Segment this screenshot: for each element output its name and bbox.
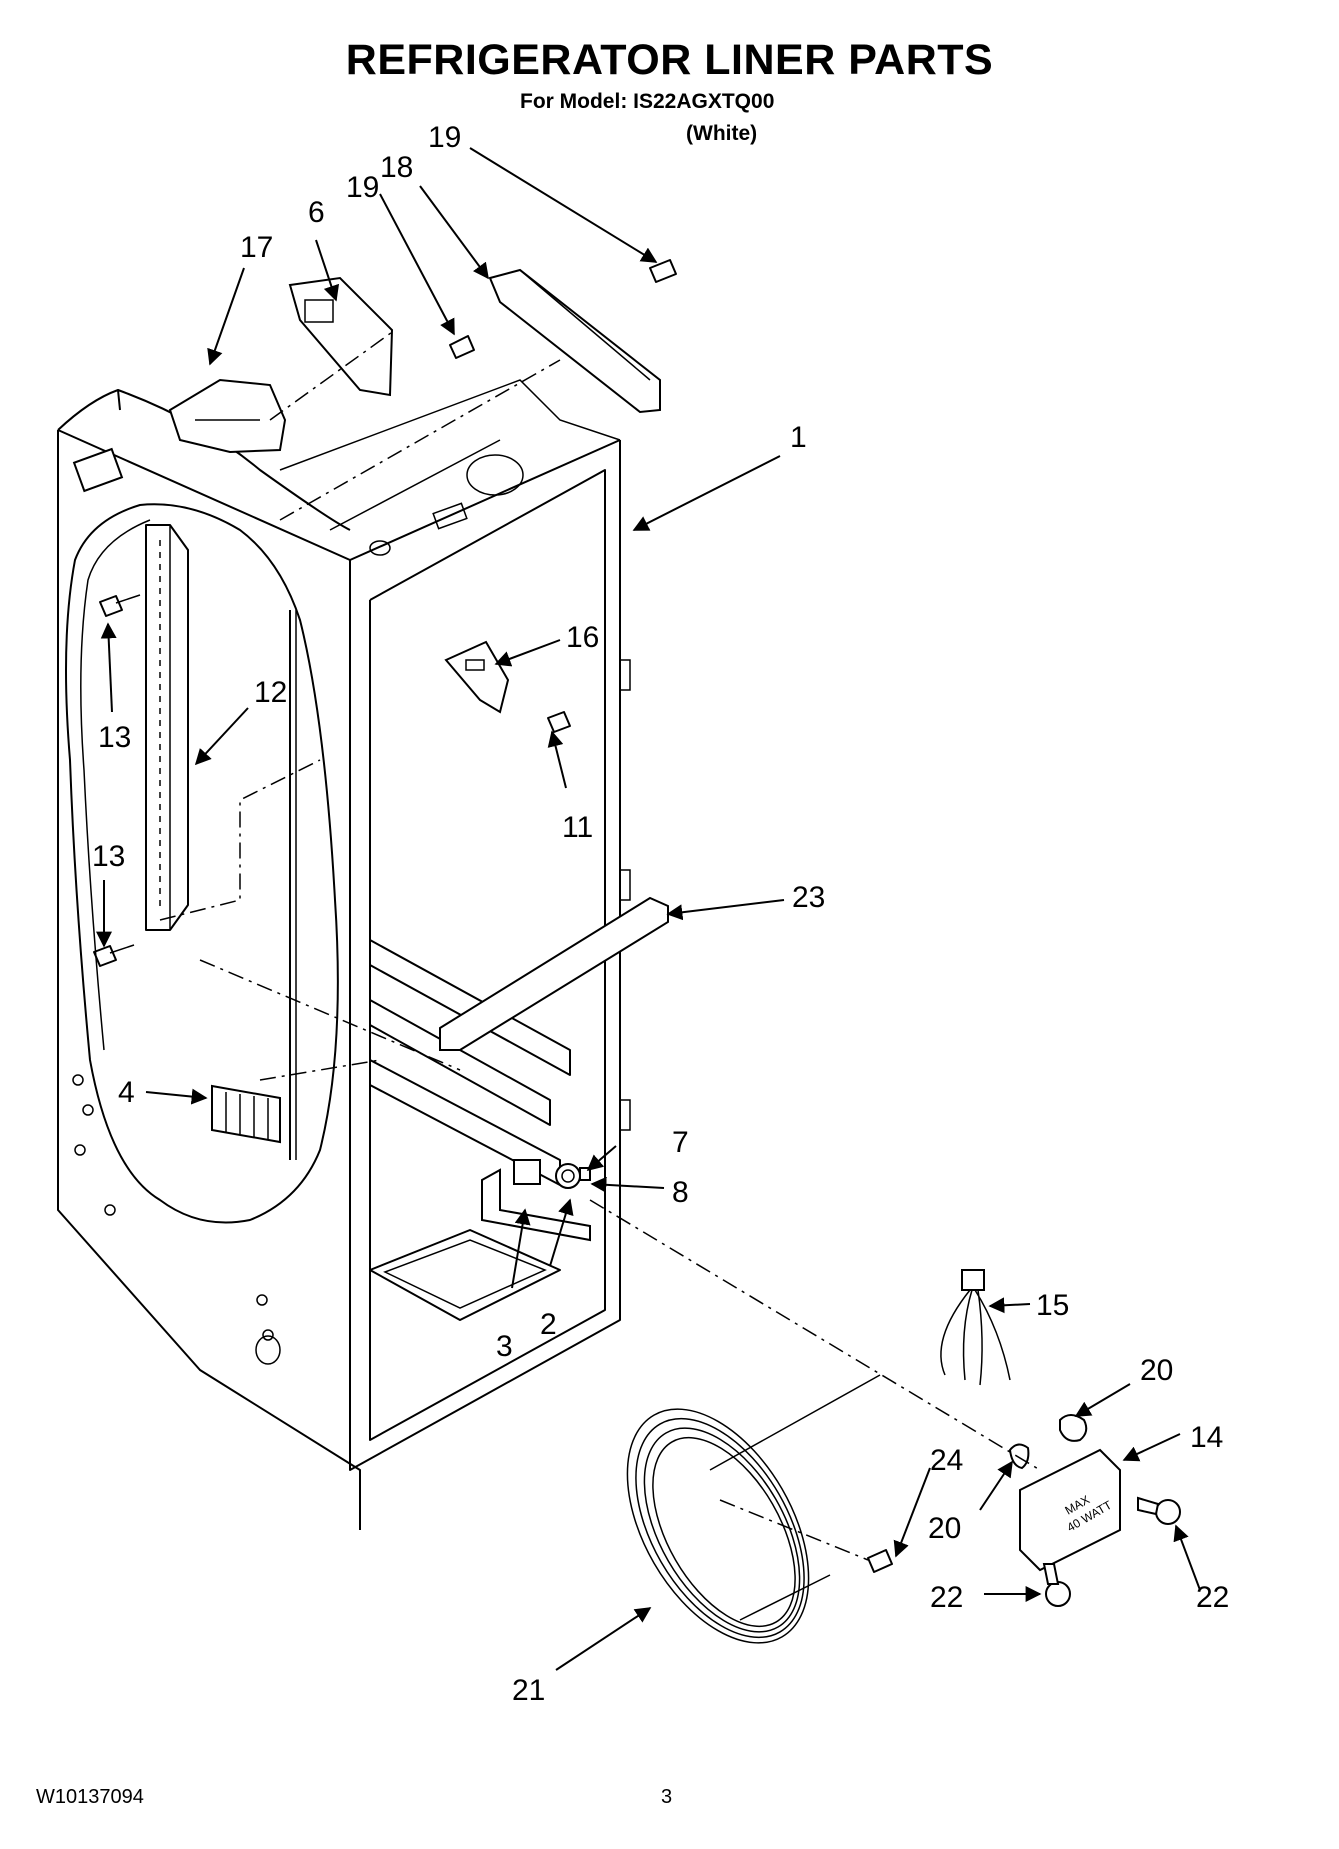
callout-2: 2 [540, 1308, 557, 1341]
callout-19-top: 19 [428, 121, 461, 154]
document-id: W10137094 [36, 1786, 144, 1808]
screw-24 [867, 1549, 893, 1573]
callout-8: 8 [672, 1176, 689, 1209]
callout-16: 16 [566, 621, 599, 654]
callout-11: 11 [562, 811, 593, 844]
shelf-rail [145, 524, 189, 931]
clip-20-upper [1059, 1414, 1088, 1442]
light-housing-14: MAX 40 WATT [1019, 1448, 1121, 1572]
control-knob-7-8 [555, 1163, 591, 1189]
liner-body [57, 379, 631, 1530]
callout-19-left: 19 [346, 171, 379, 204]
callout-3: 3 [496, 1330, 513, 1363]
clip-20-lower [1008, 1443, 1030, 1470]
callout-6: 6 [308, 196, 325, 229]
housing-17 [168, 378, 287, 454]
screw-13-top [99, 594, 141, 617]
callout-7: 7 [672, 1126, 689, 1159]
callout-17: 17 [240, 231, 273, 264]
assembly-lines [159, 329, 1041, 1561]
callout-23: 23 [792, 881, 825, 914]
bracket-6 [288, 276, 394, 397]
callout-numbers: 1 2 3 4 6 7 8 11 12 13 13 14 15 16 17 18… [92, 121, 1229, 1707]
callout-15: 15 [1036, 1289, 1069, 1322]
vent-grille [211, 1084, 281, 1144]
leader-arrows [96, 147, 1201, 1671]
callout-4: 4 [118, 1076, 135, 1109]
callout-13-top: 13 [98, 721, 131, 754]
bulb-22-lower [1042, 1563, 1071, 1607]
callout-22-right: 22 [1196, 1581, 1229, 1614]
channel-18 [488, 268, 661, 414]
callout-14: 14 [1190, 1421, 1223, 1454]
callout-13-bottom: 13 [92, 840, 125, 873]
screw-13-bottom [93, 944, 135, 967]
model-line: For Model: IS22AGXTQ00 [520, 90, 775, 113]
callout-20-upper: 20 [1140, 1354, 1173, 1387]
callout-1: 1 [790, 421, 807, 454]
callout-21: 21 [512, 1674, 545, 1707]
page-title: REFRIGERATOR LINER PARTS [345, 36, 994, 84]
bulb-22-right [1137, 1496, 1181, 1525]
callout-12: 12 [254, 676, 287, 709]
screw-11 [547, 711, 571, 733]
callout-20-lower: 20 [928, 1512, 961, 1545]
tubing-coil-21 [626, 1374, 881, 1644]
bracket-16 [444, 640, 510, 714]
screw-19-left [449, 335, 475, 359]
callout-24: 24 [930, 1444, 963, 1477]
page-number: 3 [661, 1786, 673, 1808]
color-line: (White) [686, 122, 758, 145]
callout-22-lower: 22 [930, 1581, 963, 1614]
callout-18: 18 [380, 151, 413, 184]
screw-19-right [649, 259, 677, 283]
wire-harness-15 [940, 1269, 1011, 1386]
crossbar-23 [439, 896, 669, 1051]
